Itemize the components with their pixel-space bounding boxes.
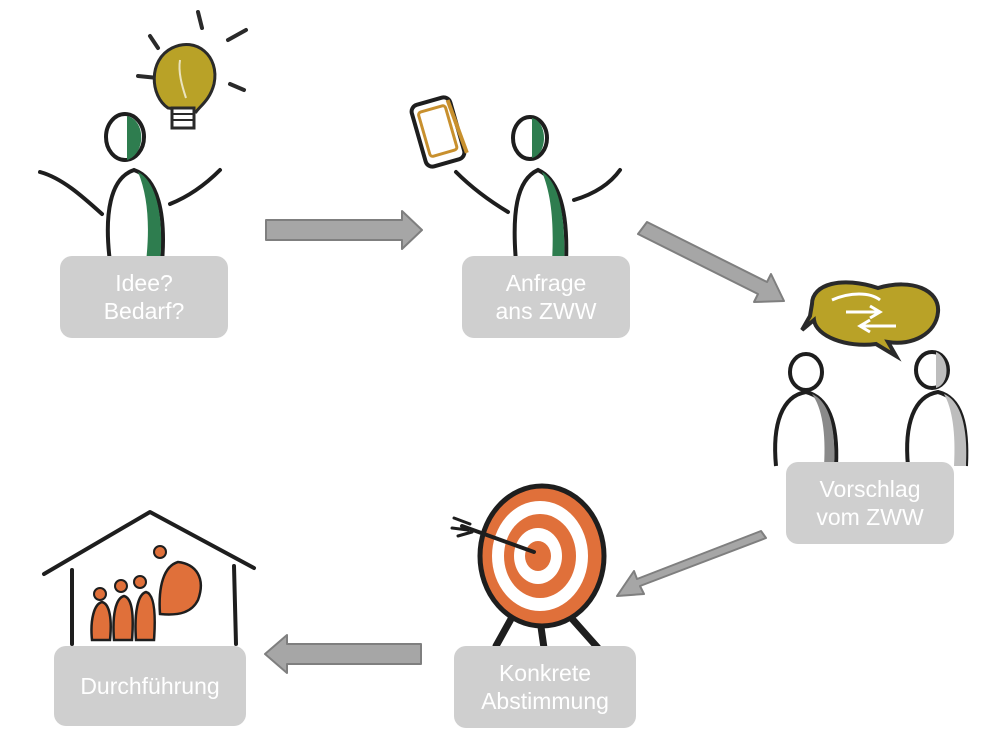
- step-box-abstimmung: Konkrete Abstimmung: [454, 646, 636, 728]
- step-label-line: ans ZWW: [495, 298, 597, 324]
- target-arrow-icon: [450, 483, 607, 652]
- lightbulb-person-icon: [38, 10, 248, 263]
- step-label-line: Bedarf?: [103, 298, 185, 324]
- flow-arrow-1: [265, 210, 423, 250]
- step-label-line: Konkrete: [498, 660, 592, 686]
- step-label-line: Durchführung: [80, 673, 220, 699]
- step-box-idee: Idee? Bedarf?: [60, 256, 228, 338]
- house-group-icon: [42, 510, 256, 646]
- flow-arrow-2: [637, 221, 785, 303]
- step-label-line: Anfrage: [505, 270, 587, 296]
- smartphone-person-icon: [409, 95, 622, 263]
- conversation-people-icon: [773, 280, 969, 467]
- step-box-anfrage: Anfrage ans ZWW: [462, 256, 630, 338]
- step-label-line: vom ZWW: [816, 504, 924, 530]
- step-label-line: Idee?: [115, 270, 173, 296]
- step-label-line: Vorschlag: [819, 476, 921, 502]
- step-box-durchfuehrung: Durchführung: [54, 646, 246, 726]
- step-box-vorschlag: Vorschlag vom ZWW: [786, 462, 954, 544]
- step-label-line: Abstimmung: [481, 688, 609, 714]
- flow-arrow-4: [264, 634, 422, 674]
- flow-arrow-3: [616, 530, 767, 597]
